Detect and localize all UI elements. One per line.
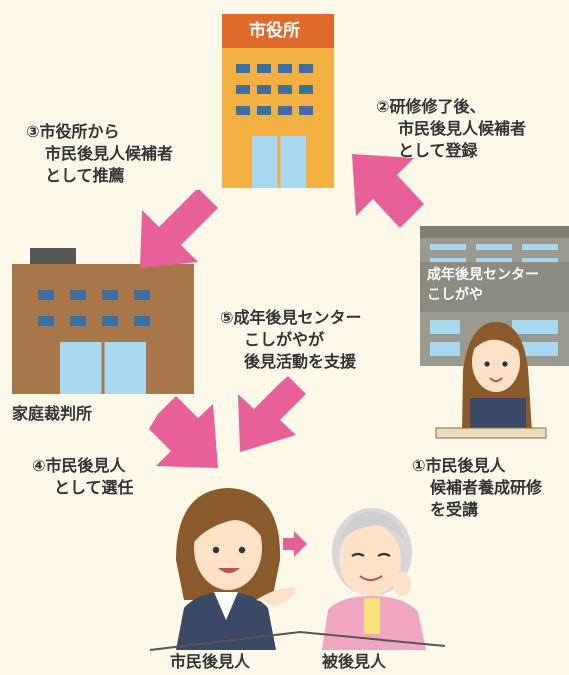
arrow-guardian-to-ward xyxy=(283,531,307,557)
step4-line2: として選任 xyxy=(54,478,134,497)
citizen-guardian-illustration xyxy=(176,488,296,650)
ward-label: 被後見人 xyxy=(322,652,387,671)
arrow-to-guardian-left xyxy=(149,396,218,468)
arrow-to-city-hall xyxy=(352,154,424,228)
step3-line2: 市民後見人候補者 xyxy=(45,144,174,163)
step2-line3: として登録 xyxy=(398,141,478,160)
step5-line2: こしがやが xyxy=(244,330,325,349)
arrow-to-guardian-right xyxy=(238,376,306,452)
step3-line3: として推薦 xyxy=(45,166,125,185)
step2-line2: 市民後見人候補者 xyxy=(398,119,527,138)
center-staff-illustration xyxy=(435,322,547,439)
step3-line1: ③市役所から xyxy=(26,122,120,141)
arrow-to-court xyxy=(140,190,218,268)
step1-line2: 候補者養成研修 xyxy=(430,478,543,497)
step1-line1: ①市民後見人 xyxy=(412,456,506,475)
court-name: 家庭裁判所 xyxy=(12,404,93,423)
step5-line3: 後見活動を支援 xyxy=(244,352,357,371)
step5-line1: ⑤成年後見センター xyxy=(220,308,362,327)
center-name-line1: 成年後見センター xyxy=(427,267,539,283)
step4-line1: ④市民後見人 xyxy=(32,456,126,475)
city-hall-name: 市役所 xyxy=(249,21,300,41)
ground-line xyxy=(149,630,446,651)
step2-line1: ②研修修了後、 xyxy=(376,97,486,116)
ward-illustration xyxy=(322,508,426,650)
step1-line3: を受講 xyxy=(430,500,479,519)
court-building xyxy=(12,248,194,394)
city-hall-building xyxy=(222,14,334,188)
citizen-guardian-label: 市民後見人 xyxy=(170,652,251,671)
center-name-line2: こしがや xyxy=(427,287,483,303)
